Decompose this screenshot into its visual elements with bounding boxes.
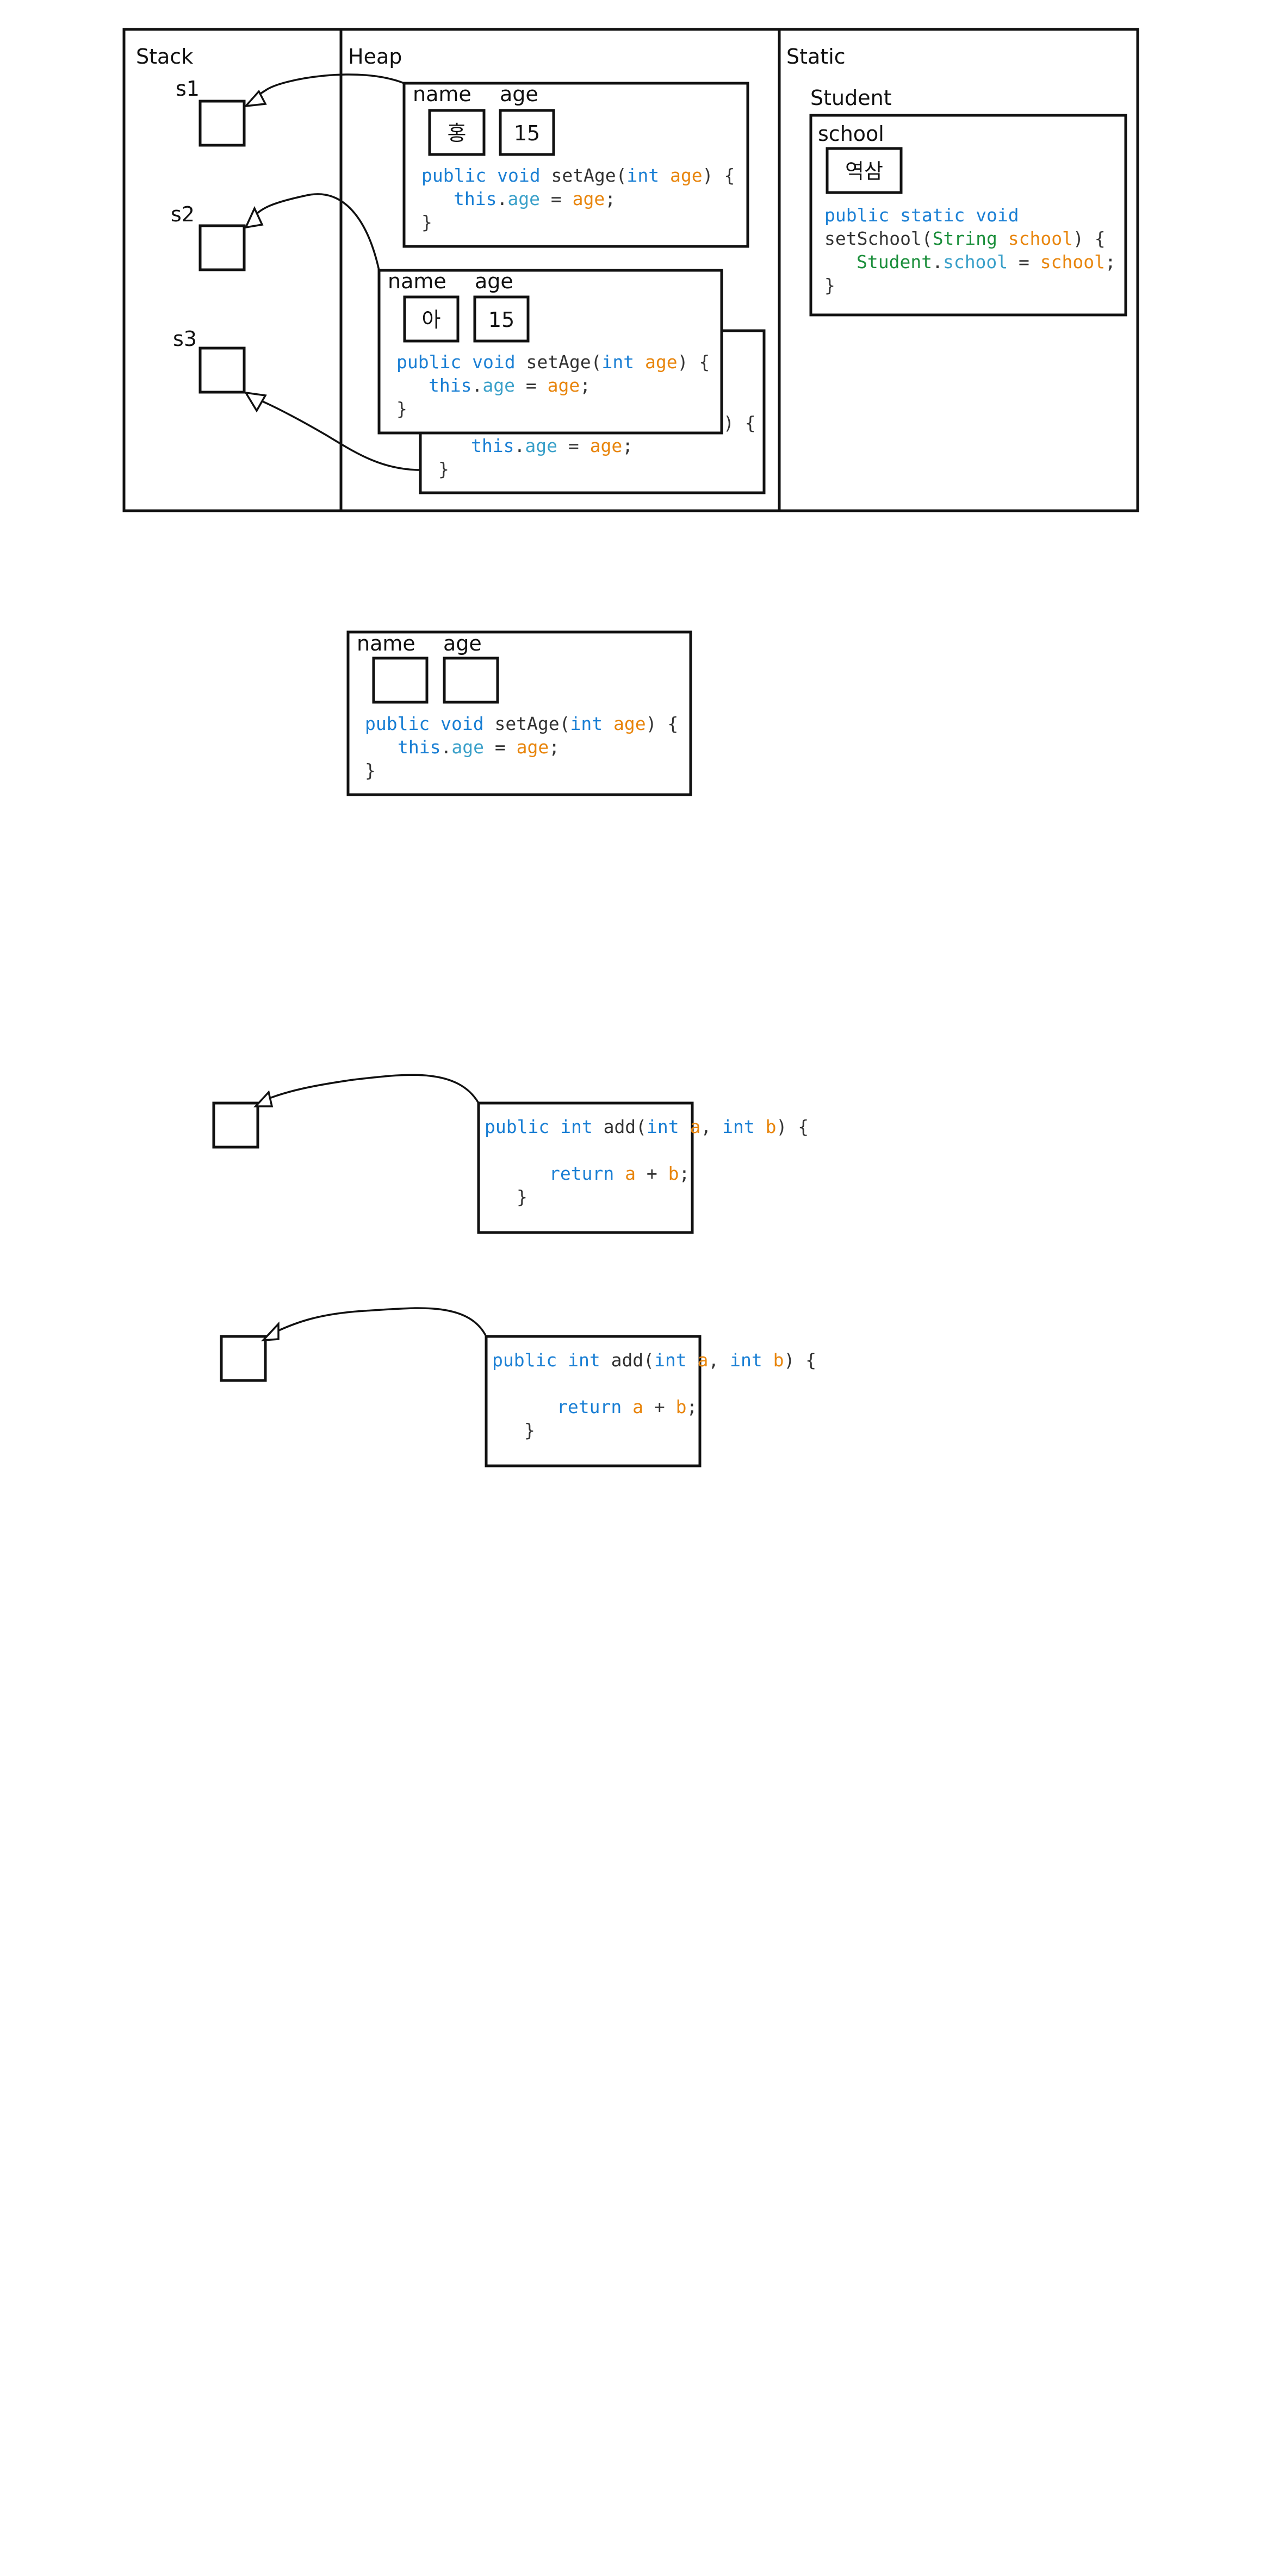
- heap-object-s3-brace: ) {: [723, 412, 756, 434]
- static-method-body: Student.school = school;: [857, 251, 1116, 273]
- reference-arrows: [243, 73, 421, 471]
- stack-var-s3-box: [198, 346, 246, 394]
- static-label: Static: [786, 45, 846, 69]
- static-field-label: school: [818, 122, 884, 146]
- stack-var-s2-box: [198, 224, 246, 271]
- arrow-s2-to-object-2: [251, 193, 380, 271]
- add-method-1-close: }: [517, 1186, 528, 1208]
- add-method-2-arrow-head: [260, 1321, 280, 1342]
- heap-object-s2-method-signature: public void setAge(int age) {: [396, 351, 710, 373]
- memory-outer-border: [122, 28, 1139, 512]
- arrow-s1-head: [243, 89, 267, 108]
- stack-var-s1-box: [198, 100, 246, 147]
- template-object: name age public void setAge(int age) { t…: [346, 630, 692, 796]
- add-method-1-arrow-head: [253, 1090, 274, 1107]
- add-method-1-arrow: [265, 1074, 480, 1104]
- stack-var-s2-label: s2: [171, 202, 195, 226]
- static-method-close: }: [824, 275, 835, 296]
- static-class-name: Student: [810, 86, 892, 110]
- heap-object-s1-age-label: age: [500, 82, 538, 106]
- heap-object-s3-close: }: [438, 459, 449, 480]
- arrow-s2-head: [244, 206, 264, 229]
- stack-var-s1-label: s1: [176, 77, 200, 101]
- static-method-signature-1: public static void: [824, 205, 1019, 226]
- heap-object-s2-age-label: age: [475, 269, 513, 293]
- add-method-2-box: [485, 1335, 702, 1467]
- stack-var-s3-label: s3: [173, 327, 197, 351]
- heap-object-s1-method-body: this.age = age;: [454, 188, 616, 209]
- heap-object-s1-name-label: name: [413, 82, 471, 106]
- add-method-1: public int add(int a, int b) { return a …: [212, 1074, 809, 1234]
- stack-label: Stack: [136, 45, 193, 69]
- heap-object-s1-age-value: 15: [514, 121, 540, 145]
- heap-object-s2-age-box: [473, 295, 530, 343]
- static-field-box: [826, 147, 903, 194]
- heap-object-s3-body: this.age = age;: [471, 435, 633, 456]
- add-method-1-stack-box: [212, 1101, 259, 1149]
- memory-frame: Stack Heap Static: [122, 28, 1139, 512]
- heap-object-s2-method-close: }: [396, 398, 407, 419]
- static-field-value: 역삼: [845, 159, 883, 183]
- heap-object-s1-method-close: }: [421, 212, 432, 233]
- arrow-s3-head: [244, 391, 267, 413]
- heap-object-s2-name-value: 아: [422, 308, 441, 332]
- add-method-1-signature: public int add(int a, int b) {: [485, 1116, 809, 1137]
- heap-object-s2: name age 아 15 public void setAge(int age…: [377, 269, 723, 435]
- add-method-2-arrow: [271, 1307, 487, 1337]
- stack-section: s1 s2 s3: [171, 77, 246, 394]
- arrow-s1-to-object-1: [251, 73, 405, 101]
- heap-label: Heap: [348, 45, 402, 69]
- template-object-name-box: [372, 657, 429, 704]
- add-method-2-stack-box: [220, 1335, 267, 1382]
- template-object-method-close: }: [365, 760, 376, 781]
- heap-object-s1-age-box: [499, 109, 555, 156]
- add-method-2-signature: public int add(int a, int b) {: [492, 1349, 816, 1371]
- arrow-s3-to-object-3: [254, 397, 421, 471]
- heap-section: ) { this.age = age; } name age 홍 15 publ…: [377, 82, 766, 494]
- add-method-2: public int add(int a, int b) { return a …: [220, 1307, 816, 1467]
- add-method-1-box: [477, 1101, 694, 1234]
- heap-object-s2-name-label: name: [388, 269, 446, 293]
- heap-object-s1: name age 홍 15 public void setAge(int age…: [402, 82, 749, 248]
- template-object-method-body: this.age = age;: [398, 736, 560, 758]
- static-section: Student school 역삼 public static void set…: [809, 86, 1127, 317]
- template-object-age-label: age: [443, 631, 482, 655]
- heap-object-s2-age-value: 15: [488, 308, 514, 332]
- heap-object-s1-method-signature: public void setAge(int age) {: [421, 165, 735, 186]
- heap-object-s1-name-value: 홍: [448, 121, 467, 145]
- template-object-method-signature: public void setAge(int age) {: [365, 713, 678, 734]
- heap-object-s2-name-box: [403, 295, 460, 343]
- add-method-2-body: return a + b;: [557, 1396, 697, 1417]
- template-object-age-box: [443, 657, 499, 704]
- heap-object-s2-method-body: this.age = age;: [429, 375, 591, 396]
- add-method-2-close: }: [524, 1420, 535, 1441]
- static-method-signature-2: setSchool(String school) {: [824, 228, 1106, 249]
- add-method-1-body: return a + b;: [549, 1163, 690, 1184]
- heap-object-s1-name-box: [428, 109, 486, 156]
- template-object-name-label: name: [357, 631, 415, 655]
